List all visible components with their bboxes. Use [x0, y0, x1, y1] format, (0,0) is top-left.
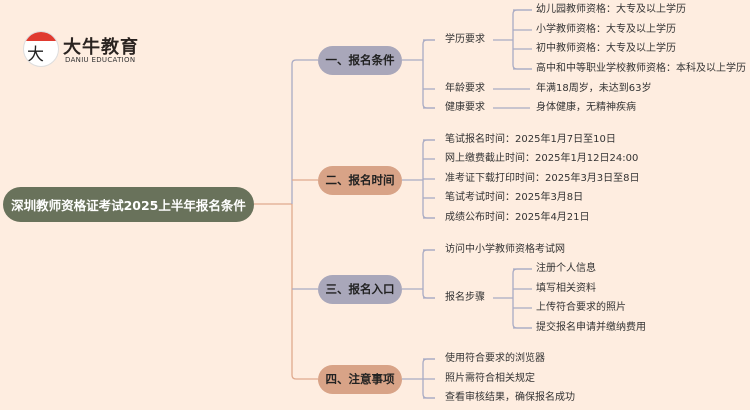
branch-item[interactable]: 年龄要求 [445, 83, 485, 94]
leaf-item[interactable]: 小学教师资格：大专及以上学历 [536, 24, 676, 35]
branch-item[interactable]: 笔试考试时间：2025年3月8日 [445, 192, 584, 203]
leaf-item[interactable]: 提交报名申请并缴纳费用 [536, 322, 646, 333]
root-node[interactable]: 深圳教师资格证考试2025上半年报名条件 [3, 187, 254, 222]
logo-badge-icon: 大牛 [23, 31, 59, 67]
section-node-4[interactable]: 四、注意事项 [318, 364, 402, 394]
leaf-item[interactable]: 填写相关资料 [536, 283, 596, 294]
leaf-item[interactable]: 幼儿园教师资格：大专及以上学历 [536, 4, 686, 15]
branch-item[interactable]: 网上缴费截止时间：2025年1月12日24:00 [445, 153, 639, 164]
leaf-item[interactable]: 初中教师资格：大专及以上学历 [536, 43, 676, 54]
branch-item[interactable]: 成绩公布时间：2025年4月21日 [445, 212, 590, 223]
branch-item[interactable]: 学历要求 [445, 34, 485, 45]
connector-line [291, 204, 318, 380]
connector-line [422, 249, 435, 299]
leaf-item[interactable]: 身体健康，无精神疾病 [536, 102, 636, 113]
connector-line [422, 39, 435, 109]
connector-line [512, 9, 532, 70]
section-node-3[interactable]: 三、报名入口 [318, 274, 402, 304]
branch-item[interactable]: 使用符合要求的浏览器 [445, 353, 545, 364]
section-node-1[interactable]: 一、报名条件 [318, 45, 402, 75]
logo-subtitle: DANIU EDUCATION [65, 56, 136, 64]
connector-line [512, 268, 532, 329]
branch-item[interactable]: 准考证下载打印时间：2025年3月3日至8日 [445, 173, 640, 184]
branch-item[interactable]: 照片需符合相关规定 [445, 373, 535, 384]
branch-item[interactable]: 访问中小学教师资格考试网 [445, 244, 565, 255]
leaf-item[interactable]: 注册个人信息 [536, 263, 596, 274]
branch-item[interactable]: 查看审核结果，确保报名成功 [445, 392, 575, 403]
leaf-item[interactable]: 高中和中等职业学校教师资格：本科及以上学历 [536, 63, 746, 74]
leaf-item[interactable]: 上传符合要求的照片 [536, 302, 626, 313]
connector-line [291, 59, 318, 204]
branch-item[interactable]: 健康要求 [445, 102, 485, 113]
branch-item[interactable]: 笔试报名时间：2025年1月7日至10日 [445, 134, 616, 145]
logo: 大牛 大牛教育 DANIU EDUCATION [23, 29, 143, 69]
leaf-item[interactable]: 年满18周岁，未达到63岁 [536, 83, 652, 94]
logo-name: 大牛教育 [63, 37, 139, 58]
section-node-2[interactable]: 二、报名时间 [318, 165, 402, 195]
branch-item[interactable]: 报名步骤 [445, 292, 485, 303]
